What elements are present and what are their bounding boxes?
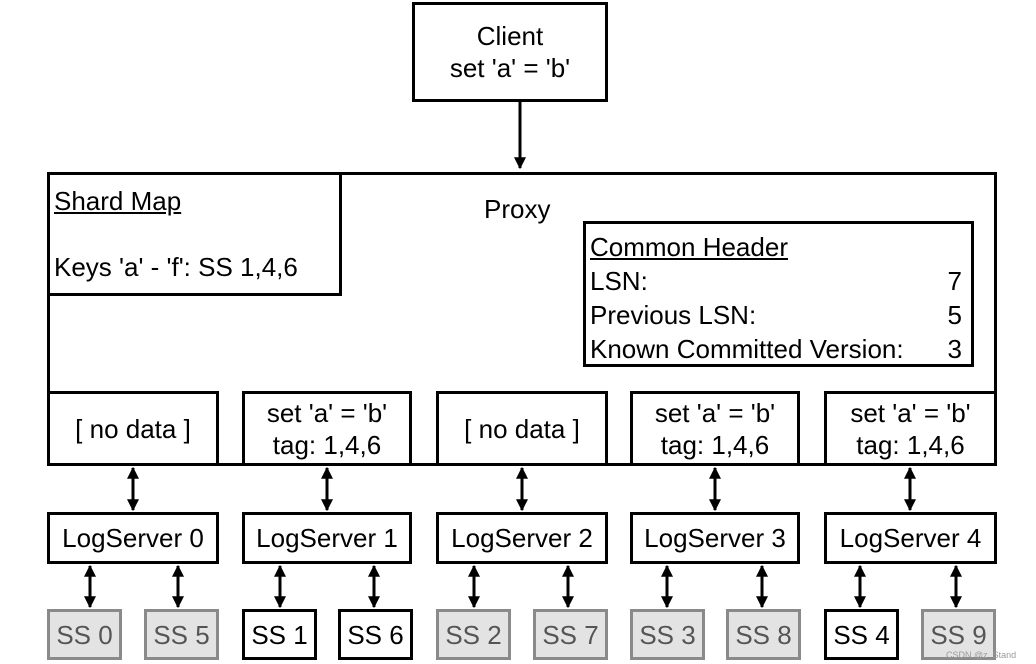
storage-server-2: SS 2	[436, 609, 511, 660]
buffer-3: set 'a' = 'b' tag: 1,4,6	[630, 391, 800, 466]
header-row-known-committed-version: Known Committed Version: 3	[590, 332, 962, 366]
storage-server-6: SS 6	[338, 609, 413, 660]
storage-server-label: SS 9	[930, 619, 987, 650]
common-header-title: Common Header	[590, 232, 788, 262]
client-box: Client set 'a' = 'b'	[412, 2, 608, 102]
storage-server-label: SS 0	[56, 619, 113, 650]
log-server-label: LogServer 1	[256, 523, 398, 553]
buffer-line: set 'a' = 'b'	[654, 397, 776, 428]
log-server-0: LogServer 0	[47, 512, 219, 564]
storage-server-4: SS 4	[824, 609, 899, 660]
storage-server-label: SS 5	[153, 619, 210, 650]
buffer-line: tag: 1,4,6	[272, 429, 382, 460]
storage-server-9: SS 9	[921, 609, 996, 660]
proxy-title: Proxy	[484, 194, 551, 224]
buffer-line: set 'a' = 'b'	[266, 397, 388, 428]
storage-server-label: SS 8	[735, 619, 792, 650]
storage-server-label: SS 4	[833, 619, 890, 650]
client-command: set 'a' = 'b'	[449, 53, 571, 83]
buffer-line: set 'a' = 'b'	[850, 397, 971, 428]
storage-server-0: SS 0	[47, 609, 122, 660]
buffer-2: [ no data ]	[436, 391, 608, 466]
log-server-2: LogServer 2	[436, 512, 608, 564]
storage-server-3: SS 3	[630, 609, 705, 660]
header-row-value: 7	[947, 266, 962, 296]
header-row-label: Previous LSN:	[590, 300, 757, 330]
storage-server-7: SS 7	[533, 609, 608, 660]
log-server-1: LogServer 1	[242, 512, 412, 564]
storage-server-label: SS 3	[639, 619, 696, 650]
watermark: CSDN @z_Stand	[946, 650, 1017, 660]
log-server-label: LogServer 4	[839, 523, 982, 553]
storage-server-label: SS 6	[347, 619, 404, 650]
buffer-line: [ no data ]	[75, 413, 191, 444]
common-header-box: Common Header LSN: 7 Previous LSN: 5 Kno…	[583, 221, 974, 367]
storage-server-5: SS 5	[144, 609, 219, 660]
log-server-label: LogServer 3	[644, 523, 786, 553]
storage-server-1: SS 1	[242, 609, 317, 660]
buffer-line: tag: 1,4,6	[856, 429, 965, 460]
storage-server-label: SS 2	[445, 619, 502, 650]
buffer-1: set 'a' = 'b' tag: 1,4,6	[242, 391, 412, 466]
storage-server-label: SS 7	[542, 619, 599, 650]
storage-server-label: SS 1	[251, 619, 308, 650]
buffer-0: [ no data ]	[47, 391, 219, 466]
log-server-label: LogServer 2	[451, 523, 593, 553]
storage-server-8: SS 8	[726, 609, 801, 660]
header-row-value: 5	[947, 300, 962, 330]
buffer-line: tag: 1,4,6	[660, 429, 770, 460]
log-server-label: LogServer 0	[62, 523, 204, 553]
header-row-lsn: LSN: 7	[590, 264, 962, 298]
header-row-value: 3	[947, 334, 962, 364]
buffer-line: [ no data ]	[464, 413, 580, 444]
log-server-3: LogServer 3	[630, 512, 800, 564]
shard-map-box: Shard Map Keys 'a' - 'f': SS 1,4,6	[47, 172, 342, 296]
shard-map-entry: Keys 'a' - 'f': SS 1,4,6	[54, 252, 298, 282]
header-row-label: Known Committed Version:	[590, 334, 904, 364]
shard-map-title: Shard Map	[54, 186, 182, 216]
header-row-label: LSN:	[590, 266, 648, 296]
client-title: Client	[476, 21, 544, 51]
buffer-4: set 'a' = 'b' tag: 1,4,6	[824, 391, 997, 466]
log-server-4: LogServer 4	[824, 512, 997, 564]
header-row-previous-lsn: Previous LSN: 5	[590, 298, 962, 332]
